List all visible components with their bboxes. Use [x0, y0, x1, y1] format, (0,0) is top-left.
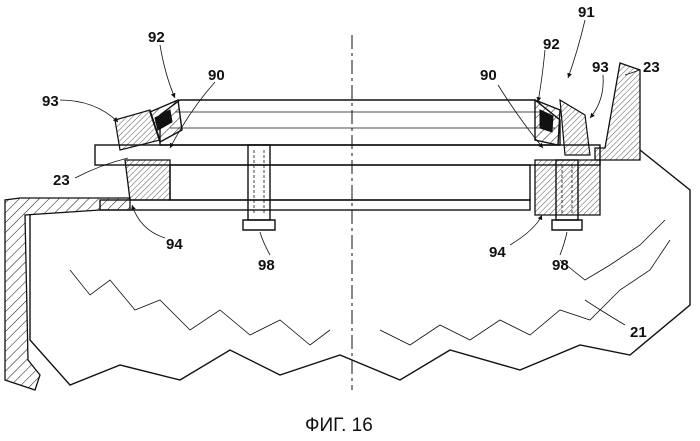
label-23-left: 23 [53, 172, 70, 189]
outer-shell-23-right [595, 63, 640, 160]
label-93-left: 93 [42, 93, 59, 110]
outer-shell-23-left [5, 198, 130, 390]
label-93-right: 93 [592, 59, 609, 76]
top-flange-ring [160, 100, 560, 145]
label-94-right: 94 [489, 244, 506, 261]
bolt-98-left [243, 145, 275, 230]
label-91: 91 [578, 4, 595, 21]
clamp-94-left [125, 160, 170, 200]
label-21: 21 [630, 324, 647, 341]
label-90-right: 90 [480, 67, 497, 84]
label-23-right: 23 [643, 59, 660, 76]
label-98-left: 98 [258, 257, 275, 274]
label-94-left: 94 [166, 236, 183, 253]
figure-caption: ФИГ. 16 [305, 415, 373, 436]
label-98-right: 98 [552, 257, 569, 274]
seal-92-right [535, 100, 560, 145]
label-90-left: 90 [208, 67, 225, 84]
clamp-94-right [535, 160, 600, 215]
base-plate [95, 145, 600, 210]
label-92-left: 92 [148, 29, 165, 46]
retainer-93-right [560, 100, 590, 155]
label-92-right: 92 [543, 36, 560, 53]
